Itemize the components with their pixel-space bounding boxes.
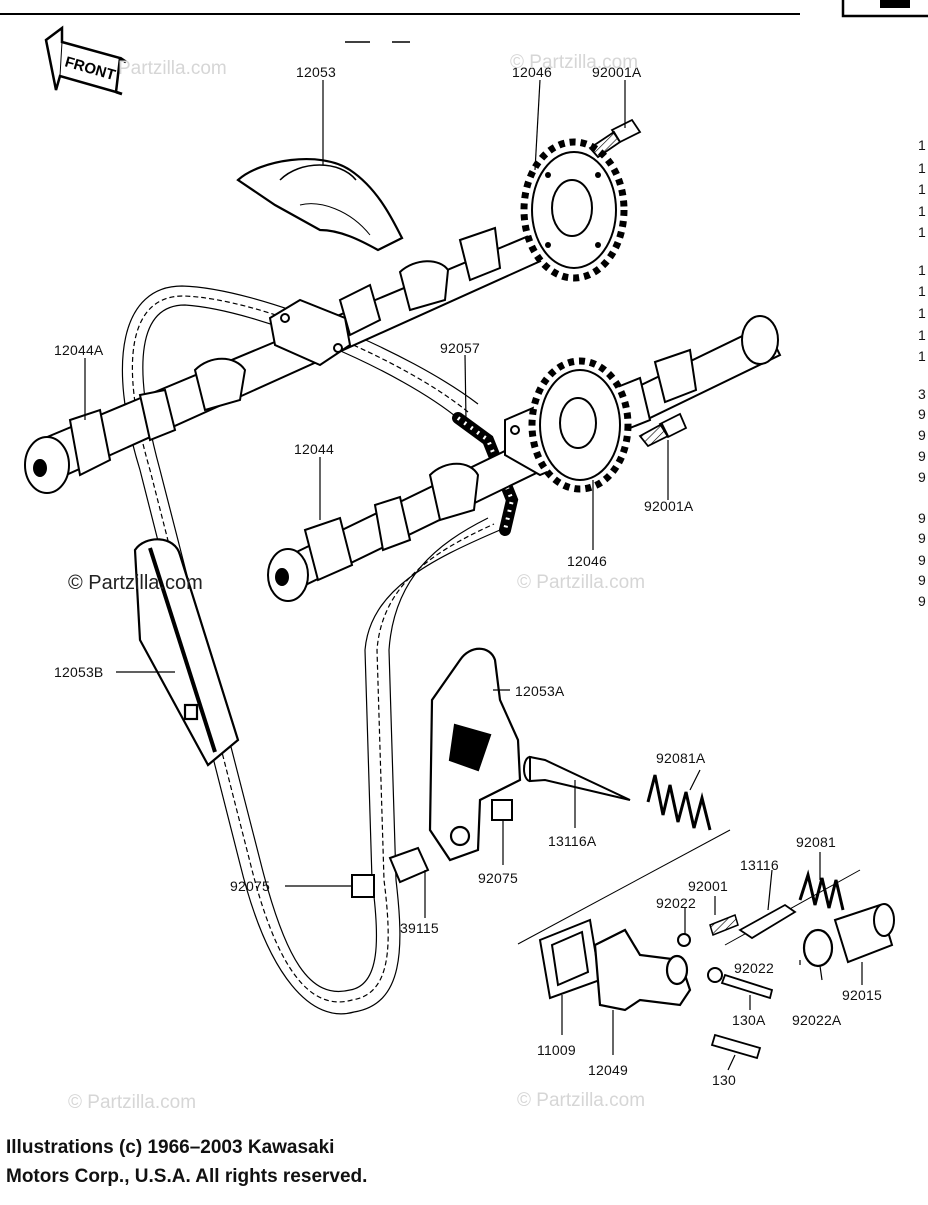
part-label-92015: 92015: [842, 987, 882, 1003]
edge-digit: 9: [918, 510, 926, 526]
washer-92022-b: [707, 967, 723, 983]
part-label-12053: 12053: [296, 64, 336, 80]
part-label-130: 130: [712, 1072, 736, 1088]
copyright-line-1: Illustrations (c) 1966–2003 Kawasaki: [6, 1137, 335, 1158]
part-label-92001A-middle: 92001A: [644, 498, 694, 514]
bolt-130A: [720, 973, 774, 1000]
assembly-line: [517, 829, 731, 945]
watermark: © Partzilla.com: [68, 1092, 197, 1113]
bolt-92001A-top: [588, 118, 642, 159]
part-label-12046-middle: 12046: [567, 553, 607, 569]
cam-chain: [121, 285, 501, 1015]
page-corner-mark: [880, 0, 910, 8]
part-label-12053A: 12053A: [515, 683, 565, 699]
part-label-11009: 11009: [537, 1042, 576, 1058]
part-label-92022-a: 92022: [656, 895, 696, 911]
part-label-92081A: 92081A: [656, 750, 706, 766]
watermark: © Partzilla.com: [517, 572, 646, 593]
chain-guide-12053B: [133, 538, 240, 767]
edge-digit: 9: [918, 406, 926, 422]
watermark-dark: © Partzilla.com: [68, 572, 203, 594]
sprocket-12046-top: [520, 138, 628, 282]
edge-digit: 9: [918, 469, 926, 485]
edge-digit: 1: [918, 224, 926, 240]
front-arrow-icon: FRONT: [44, 25, 127, 96]
edge-digit: 9: [918, 427, 926, 443]
leader-lines: [84, 79, 863, 1071]
chain-guide-12053: [236, 158, 404, 252]
edge-digit: 1: [918, 262, 926, 278]
edge-digit: 3: [918, 386, 926, 402]
spring-92081A: [646, 774, 712, 831]
part-label-92075-left: 92075: [230, 878, 270, 894]
edge-digit: 9: [918, 572, 926, 588]
seal-92022A: [802, 928, 834, 968]
edge-digit: 9: [918, 448, 926, 464]
part-label-92075-right: 92075: [478, 870, 518, 886]
edge-digit: 9: [918, 530, 926, 546]
watermark: © Partzilla.com: [517, 1090, 646, 1111]
edge-digit: 1: [918, 181, 926, 197]
part-label-12044: 12044: [294, 441, 334, 457]
pushrod-13116: [738, 903, 797, 940]
watermark: © Partzilla.com: [510, 52, 639, 73]
part-label-12044A: 12044A: [54, 342, 104, 358]
part-label-92057: 92057: [440, 340, 480, 356]
part-label-92022A: 92022A: [792, 1012, 842, 1028]
part-label-92081: 92081: [796, 834, 836, 850]
bolt-92001: [709, 913, 739, 937]
tensioner-guide-12053A: [428, 647, 522, 862]
watermark: Partzilla.com: [118, 58, 227, 79]
part-label-13116: 13116: [740, 857, 779, 873]
edge-digit: 9: [918, 552, 926, 568]
part-label-12049: 12049: [588, 1062, 628, 1078]
edge-digit: 1: [918, 283, 926, 299]
washer-92022-a: [677, 933, 691, 947]
bolt-92001A-middle: [638, 412, 688, 448]
edge-digit: 9: [918, 593, 926, 609]
part-label-39115: 39115: [400, 920, 439, 936]
part-label-12046-top: 12046: [512, 64, 552, 80]
tensioner-body-12049: [593, 928, 692, 1012]
page-corner-box: [841, 0, 928, 18]
copyright-line-2: Motors Corp., U.S.A. All rights reserved…: [6, 1166, 368, 1187]
part-label-92022-b: 92022: [734, 960, 774, 976]
gasket-11009: [538, 918, 602, 1000]
stopper-39115: [388, 846, 430, 884]
part-label-92001: 92001: [688, 878, 728, 894]
edge-digit: 1: [918, 160, 926, 176]
edge-digit: 1: [918, 305, 926, 321]
pad-92075-left: [351, 874, 375, 898]
camshaft-12044: [267, 315, 782, 602]
sprocket-12046-middle: [528, 357, 632, 493]
edge-digit: 1: [918, 327, 926, 343]
part-label-92001A-top: 92001A: [592, 64, 642, 80]
part-label-12053B: 12053B: [54, 664, 104, 680]
edge-digit: 1: [918, 137, 926, 153]
spring-92081: [798, 869, 845, 911]
part-label-13116A: 13116A: [548, 833, 597, 849]
edge-digit: 1: [918, 203, 926, 219]
part-label-130A: 130A: [732, 1012, 766, 1028]
bolt-130: [710, 1033, 762, 1060]
edge-digit: 1: [918, 348, 926, 364]
pad-92075-right: [491, 799, 513, 821]
pushrod-13116A: [523, 755, 631, 801]
